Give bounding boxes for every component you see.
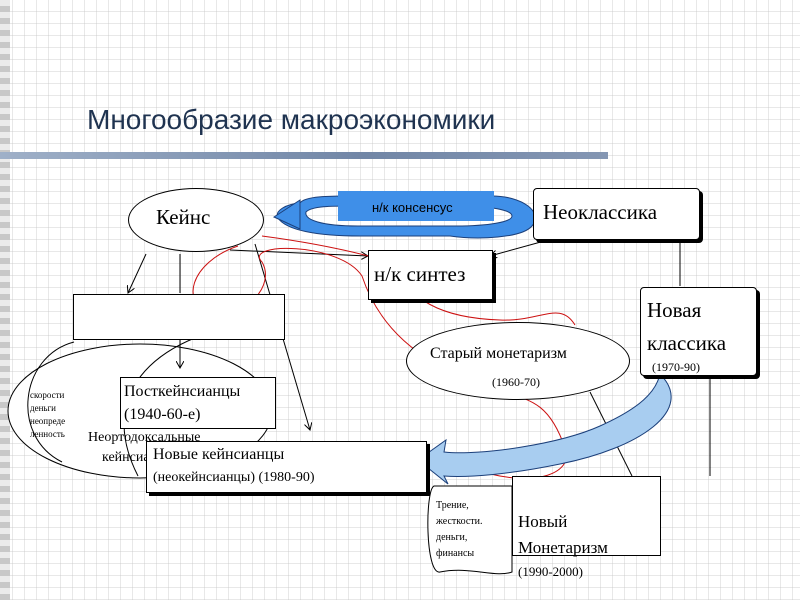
- old-monetarism-node: [406, 322, 630, 400]
- left-crescent-edge: [27, 341, 75, 463]
- new-classics-line2: классика: [647, 331, 727, 355]
- synthesis-label: н/к синтез: [374, 262, 466, 286]
- scroll-note-2: жесткости.: [436, 516, 483, 527]
- new-monetarism-node: [512, 476, 661, 556]
- post-keynesians-node: [120, 377, 276, 429]
- scroll-note-3: деньги,: [436, 532, 468, 543]
- left-decor-strip: [0, 0, 10, 600]
- consensus-label: н/к консенсус: [372, 200, 453, 215]
- keynes-node: [128, 188, 264, 252]
- post-keynesians-label: Посткейнсианцы: [124, 383, 241, 400]
- new-monetarism-years: (1990-2000): [518, 564, 583, 579]
- title-underline: [0, 152, 608, 159]
- new-keynesians-node: [146, 441, 427, 493]
- connector-line: [490, 239, 549, 256]
- new-monetarism-line2: Монетаризм: [518, 538, 608, 557]
- neoclassics-label: Неоклассика: [543, 200, 658, 224]
- old-monetarism-label: Старый монетаризм: [430, 345, 567, 362]
- crescent-note-1: скорости: [30, 390, 65, 400]
- connector-line: [229, 249, 368, 256]
- keynes-label: Кейнс: [156, 205, 211, 229]
- crescent-note-4: ленность: [30, 429, 65, 439]
- new-monetarism-line1: Новый: [518, 512, 568, 531]
- synthesis-node: [368, 250, 493, 300]
- new-keynesians-label: Новые кейнсианцы: [153, 446, 285, 463]
- consensus-label-bg: [338, 191, 494, 221]
- connector-line: [128, 253, 147, 293]
- new-classics-years: (1970-90): [652, 360, 700, 374]
- post-keynesians-years: (1940-60-е): [124, 406, 201, 423]
- scroll-note-1: Трение,: [436, 500, 469, 511]
- consensus-arrowhead: [272, 199, 301, 230]
- blank-node: [73, 294, 285, 340]
- old-monetarism-years: (1960-70): [492, 375, 540, 389]
- new-classics-line1: Новая: [647, 298, 702, 322]
- neoclassics-node: [533, 188, 700, 240]
- scroll-note-4: финансы: [436, 548, 475, 559]
- crescent-note-3: неопреде: [30, 416, 66, 426]
- new-classics-influence-arrow: [417, 373, 672, 485]
- crescent-note-2: деньги: [30, 403, 57, 413]
- scroll-shape: [427, 485, 513, 575]
- page-title: Многообразие макроэкономики: [87, 104, 496, 135]
- new-classics-node: [640, 287, 757, 376]
- new-keynesians-years: (неокейнсианцы) (1980-90): [153, 470, 315, 485]
